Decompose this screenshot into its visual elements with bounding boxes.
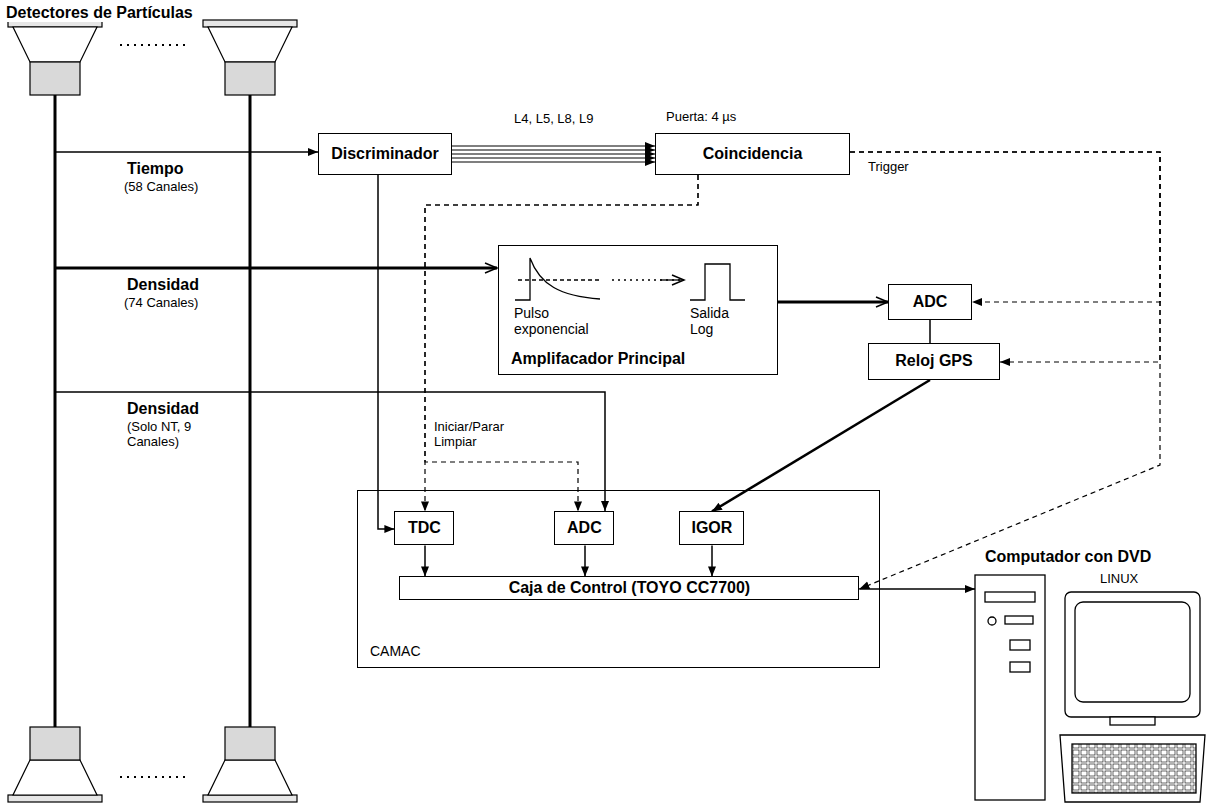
connector-line bbox=[712, 380, 930, 511]
computer-illustration-part bbox=[1110, 717, 1155, 725]
node-text: Computador con DVD bbox=[985, 548, 1151, 566]
connector-line bbox=[378, 175, 394, 529]
node-text: IGOR bbox=[691, 519, 732, 537]
process-box: Puerta: 4 µsCoincidencia bbox=[655, 133, 850, 175]
annotation-label: Densidad bbox=[125, 276, 201, 294]
computer-illustration-part bbox=[985, 592, 1035, 602]
computer-illustration-part bbox=[1072, 744, 1196, 793]
process-box: Reloj GPS bbox=[868, 343, 1000, 380]
connector-line bbox=[452, 161, 655, 162]
connector-line bbox=[850, 152, 1160, 302]
node-text: Puerta: 4 µs bbox=[666, 110, 736, 125]
detector-bus-part bbox=[55, 95, 250, 727]
particle-detectors-part bbox=[8, 20, 102, 95]
node-text: TDC bbox=[408, 519, 441, 537]
connector bbox=[778, 302, 888, 303]
computer-illustration-part bbox=[1010, 640, 1030, 650]
pulse-shaping-sketch-part bbox=[690, 264, 745, 300]
node-text: LINUX bbox=[1100, 572, 1138, 587]
annotation-label: (74 Canales) bbox=[122, 296, 200, 311]
node-text: CAMAC bbox=[370, 643, 421, 659]
connector-line bbox=[711, 545, 713, 576]
computer-illustration-part bbox=[1005, 616, 1033, 624]
annotation-label: Densidad bbox=[125, 400, 201, 418]
process-box: Discriminador bbox=[318, 133, 452, 175]
process-box: ADC bbox=[888, 284, 972, 320]
connector bbox=[850, 152, 1160, 362]
connector-line bbox=[859, 588, 975, 590]
computer-illustration-part bbox=[1010, 662, 1030, 672]
connector-line bbox=[452, 149, 655, 150]
connector bbox=[452, 146, 655, 162]
connector bbox=[378, 175, 394, 529]
computer-illustration-part bbox=[1065, 592, 1200, 717]
annotation-label: Salida Log bbox=[688, 305, 742, 337]
pulse-shaping-sketch bbox=[515, 258, 745, 300]
connector-line bbox=[850, 152, 1160, 589]
computer: Computador con DVD LINUX bbox=[975, 548, 1205, 804]
connector-label: L4, L5, L8, L9 bbox=[512, 112, 596, 127]
connector-line bbox=[452, 157, 655, 158]
node-text: Reloj GPS bbox=[895, 352, 972, 370]
detector-bus-part bbox=[55, 267, 497, 270]
node-text: Caja de Control (TOYO CC7700) bbox=[509, 579, 751, 597]
connector bbox=[585, 545, 586, 576]
node-text: ADC bbox=[913, 293, 948, 311]
annotation-label: Detectores de Partículas bbox=[4, 4, 195, 22]
particle-detectors-part bbox=[203, 20, 297, 95]
detector-bus bbox=[55, 95, 605, 727]
detector-bus-part bbox=[55, 392, 605, 511]
detector-bus-part bbox=[55, 151, 318, 153]
controller-box: Caja de Control (TOYO CC7700) bbox=[399, 576, 859, 600]
node-text: Coincidencia bbox=[703, 145, 803, 163]
computer-illustration-part bbox=[1060, 735, 1205, 802]
connector bbox=[712, 380, 930, 511]
connector bbox=[930, 320, 931, 343]
camac-crate: CAMAC TDC ADC IGOR Caja de Control (TOYO CC7… bbox=[357, 490, 880, 668]
annotation-label: Tiempo bbox=[125, 160, 186, 178]
annotation-label: Pulso exponencial bbox=[512, 305, 606, 337]
module-box: IGOR bbox=[679, 511, 744, 545]
particle-detectors-part bbox=[8, 727, 102, 802]
pulse-shaping-sketch-part bbox=[518, 279, 602, 280]
annotation-label: Iniciar/Parar Limpiar bbox=[432, 420, 531, 450]
connector-line bbox=[452, 145, 655, 146]
connector bbox=[850, 152, 1160, 302]
node-text: Amplifacador Principal bbox=[511, 350, 685, 368]
connector-line bbox=[778, 301, 888, 304]
annotation-label: (Solo NT, 9 Canales) bbox=[125, 420, 209, 450]
pulse-shaping-sketch-part bbox=[515, 258, 600, 300]
connector-line bbox=[425, 175, 698, 511]
computer-illustration bbox=[975, 575, 1205, 802]
connector bbox=[712, 545, 713, 576]
node-text: ADC bbox=[567, 519, 602, 537]
connector bbox=[425, 175, 698, 511]
particle-detectors bbox=[8, 20, 297, 802]
module-box: ADC bbox=[554, 511, 614, 545]
connector bbox=[425, 175, 698, 511]
connector-line bbox=[929, 320, 931, 343]
connector bbox=[850, 152, 1160, 589]
computer-illustration-part bbox=[1075, 602, 1190, 702]
computer-illustration-part bbox=[988, 617, 996, 625]
connector-line bbox=[850, 152, 1160, 362]
annotation-label: (58 Canales) bbox=[122, 180, 200, 195]
connector-line bbox=[452, 153, 655, 154]
pulse-shaping-sketch-part bbox=[660, 279, 684, 280]
connector bbox=[425, 545, 426, 576]
connector-line bbox=[584, 545, 586, 576]
connector-line bbox=[425, 175, 698, 511]
particle-detectors-part bbox=[203, 727, 297, 802]
annotation-label: Trigger bbox=[866, 160, 911, 175]
node-text: Discriminador bbox=[331, 145, 439, 163]
connector bbox=[859, 589, 975, 590]
module-box: TDC bbox=[394, 511, 454, 545]
computer-illustration-part bbox=[975, 575, 1045, 800]
connector-line bbox=[424, 545, 426, 576]
